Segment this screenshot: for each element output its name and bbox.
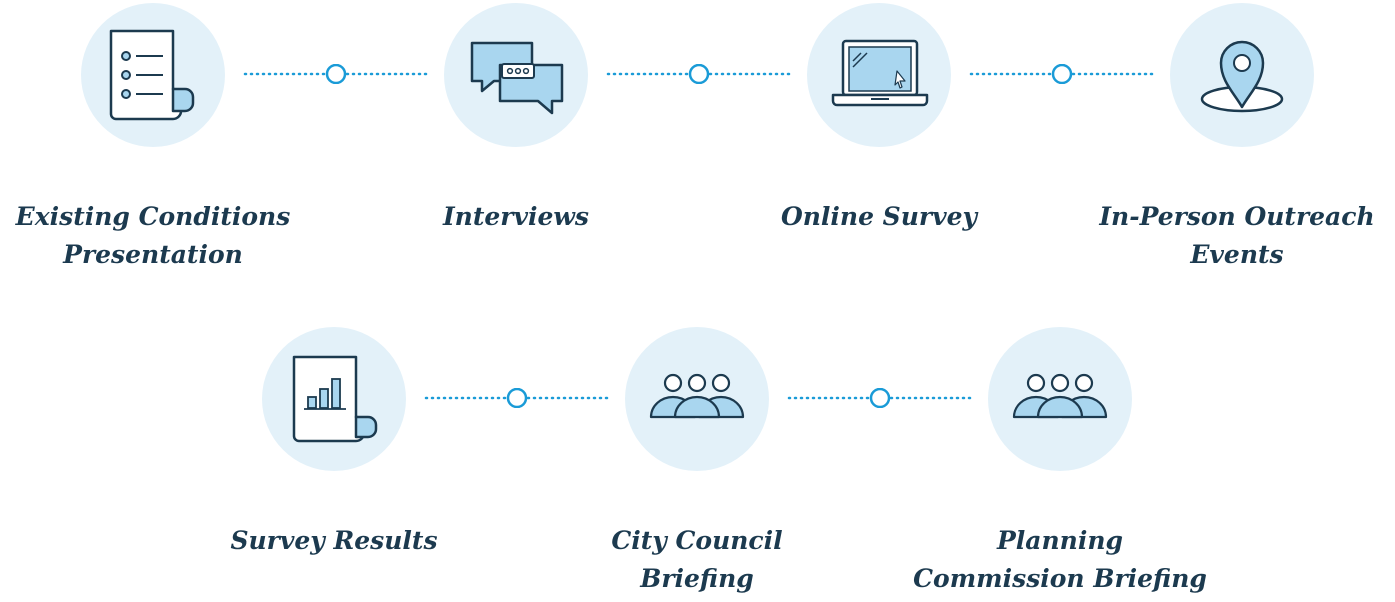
chat-bubbles-icon	[470, 41, 564, 115]
document-list-icon	[109, 29, 195, 121]
step-circle-city-council	[625, 327, 769, 471]
connector-line	[243, 64, 429, 84]
step-label-survey-results: Survey Results	[230, 526, 438, 555]
step-circle-interviews	[444, 3, 588, 147]
step-circle-existing-conditions	[81, 3, 225, 147]
connector-line	[606, 64, 792, 84]
step-label-interviews: Interviews	[442, 202, 590, 231]
connector-line	[424, 388, 610, 408]
step-label-online-survey: Online Survey	[780, 202, 978, 231]
connector-line	[787, 388, 973, 408]
step-circle-online-survey	[807, 3, 951, 147]
connector-line	[969, 64, 1155, 84]
location-pin-icon	[1200, 40, 1284, 113]
step-circle-outreach-events	[1170, 3, 1314, 147]
step-circle-survey-results	[262, 327, 406, 471]
bar-chart-document-icon	[292, 355, 378, 443]
people-group-icon	[649, 373, 745, 419]
step-circle-planning-commission	[988, 327, 1132, 471]
people-group-icon	[1012, 373, 1108, 419]
laptop-icon	[831, 39, 929, 107]
